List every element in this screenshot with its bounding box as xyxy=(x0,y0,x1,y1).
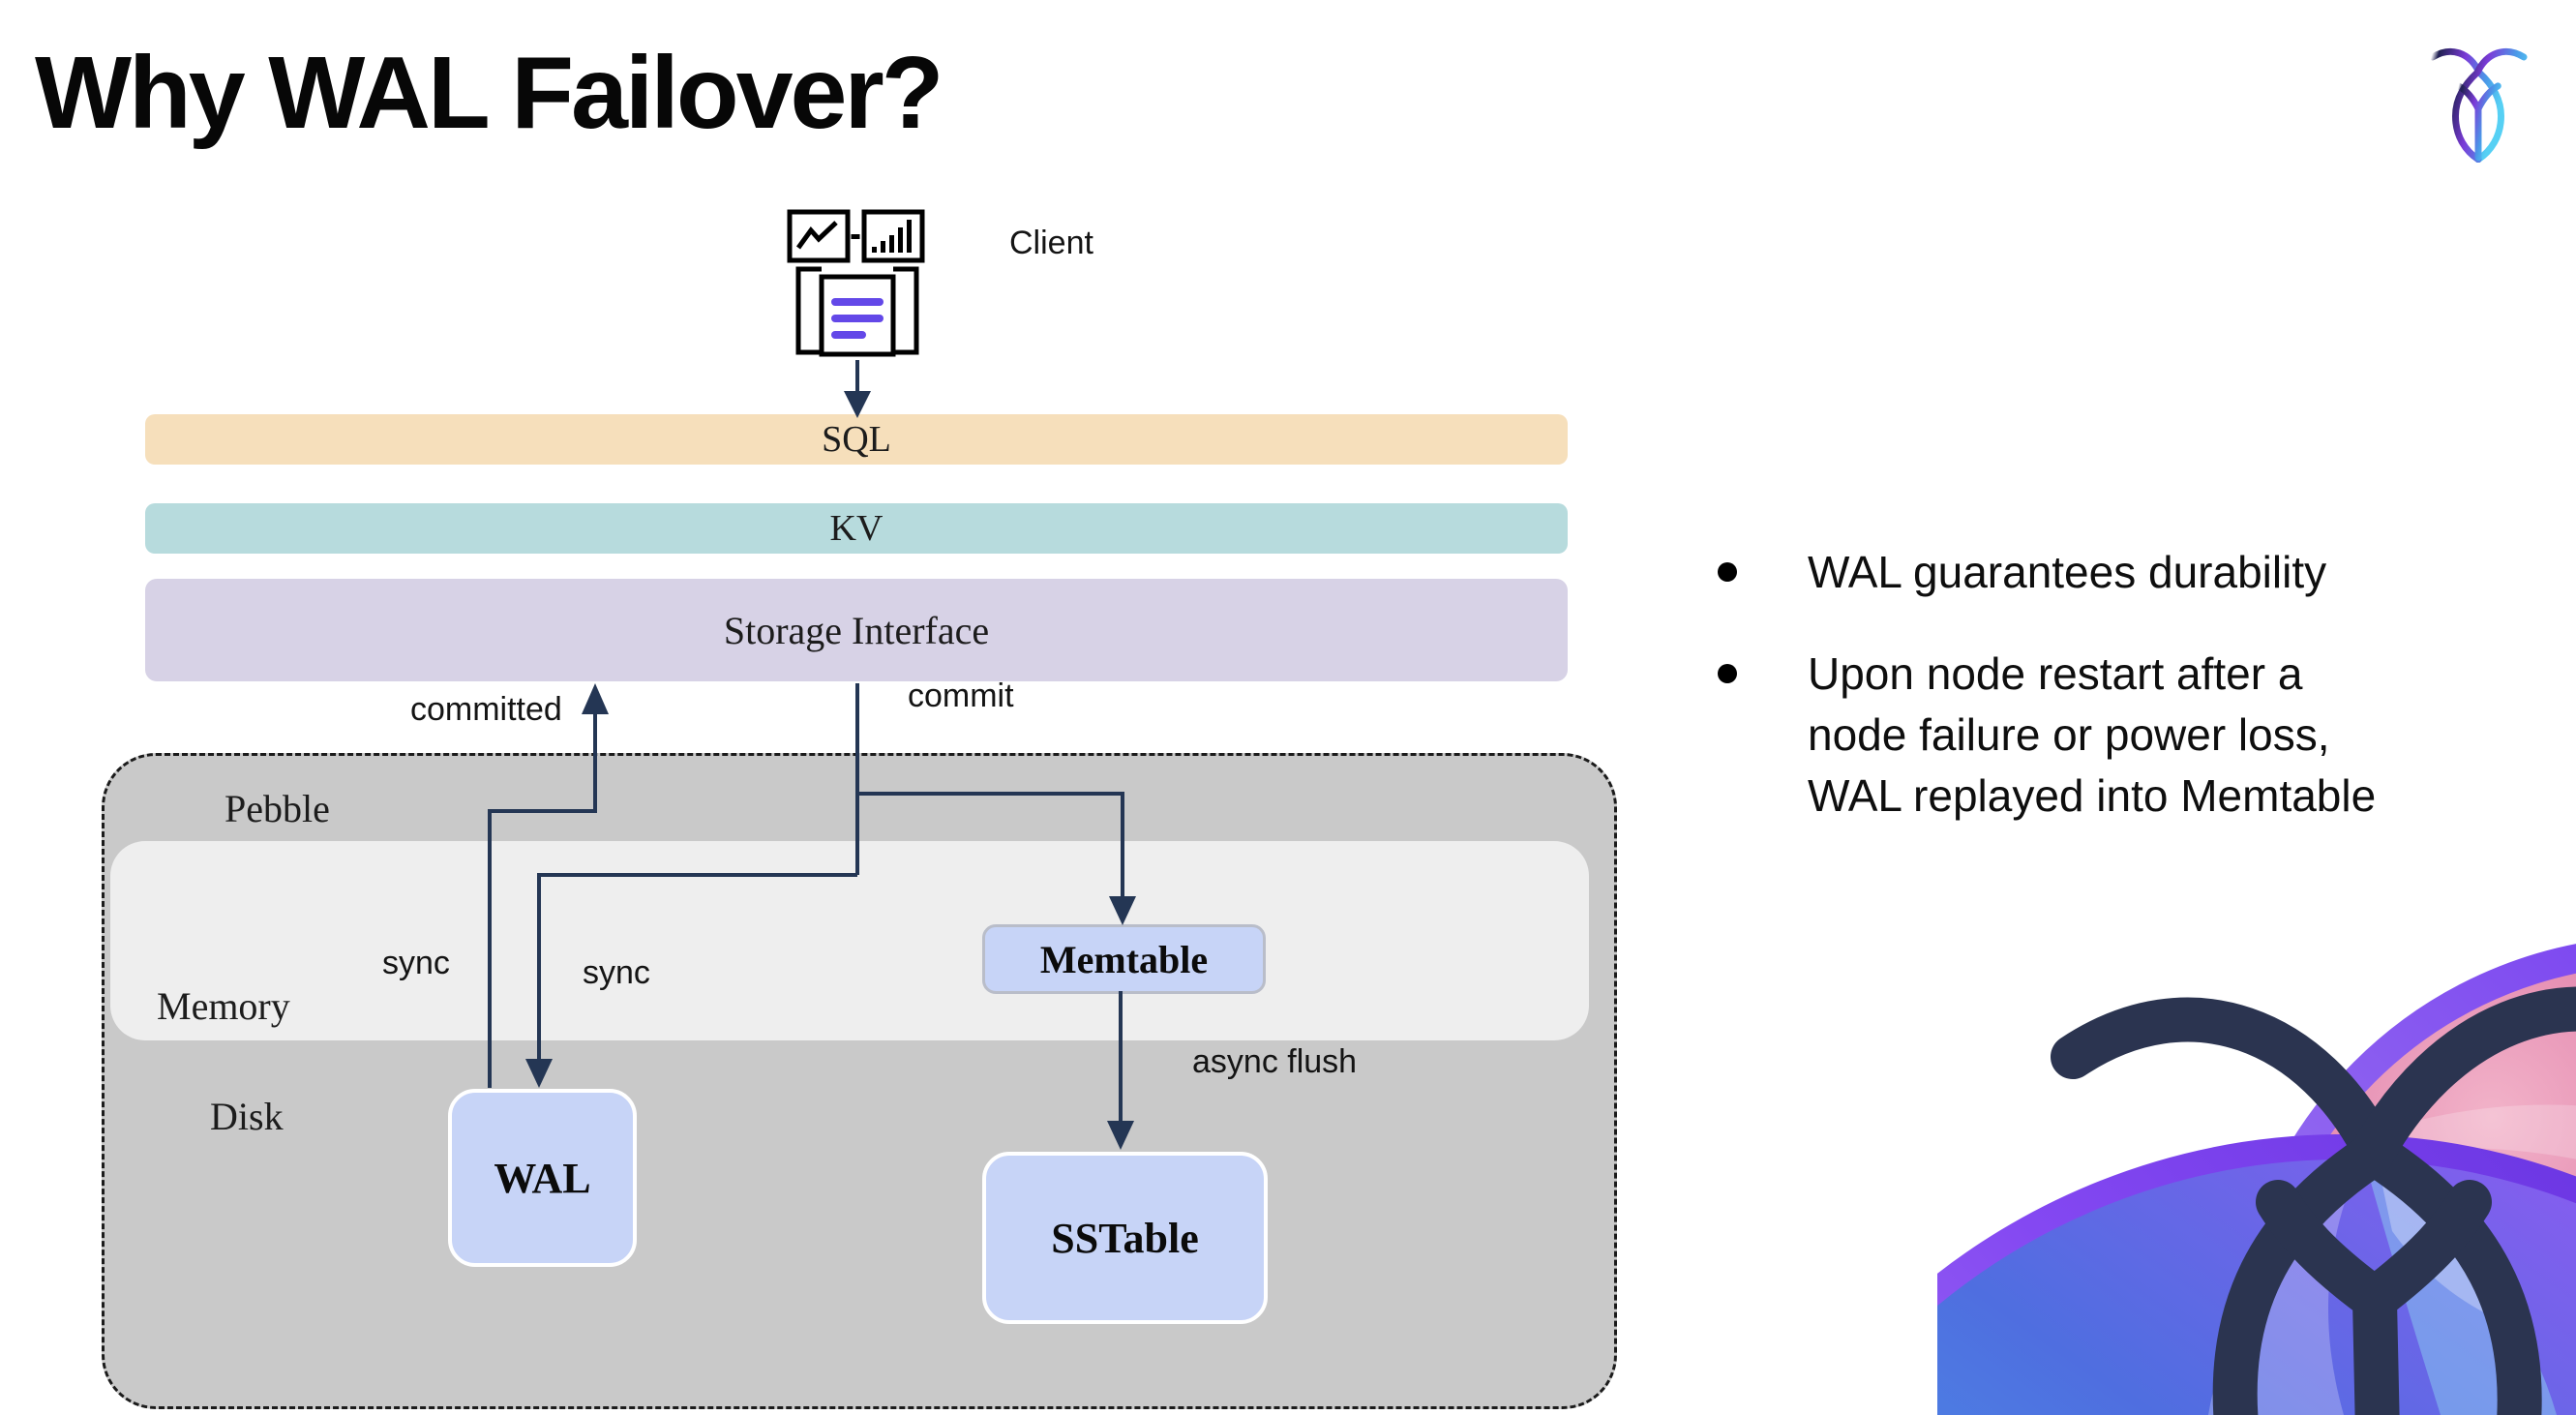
sstable-node: SSTable xyxy=(982,1152,1268,1324)
sync-left-edge-label: sync xyxy=(382,945,450,981)
cockroachdb-logo-icon xyxy=(2425,43,2531,164)
bullet-dot xyxy=(1718,664,1737,683)
bullet-text-line: node failure or power loss, xyxy=(1808,709,2330,760)
client-label: Client xyxy=(1009,225,1093,261)
bullet-text-line: Upon node restart after a xyxy=(1808,648,2303,699)
pebble-label: Pebble xyxy=(225,787,330,830)
bullet-text-line: WAL replayed into Memtable xyxy=(1808,770,2377,821)
wal-node: WAL xyxy=(448,1089,637,1267)
bar-chart-icon xyxy=(861,209,925,263)
disk-label: Disk xyxy=(210,1095,284,1138)
memtable-node: Memtable xyxy=(982,924,1266,994)
list-item: Upon node restart after a node failure o… xyxy=(1718,644,2531,827)
bullet-dot xyxy=(1718,562,1737,582)
list-item: WAL guarantees durability xyxy=(1718,542,2531,603)
cockroach-corner-art xyxy=(1937,912,2576,1415)
memory-label: Memory xyxy=(157,984,290,1028)
committed-edge-label: committed xyxy=(410,691,562,728)
bullet-list: WAL guarantees durability Upon node rest… xyxy=(1718,542,2531,867)
layer-storage-interface: Storage Interface xyxy=(145,579,1568,681)
layer-sql: SQL xyxy=(145,414,1568,465)
memory-zone xyxy=(110,841,1589,1040)
page-title: Why WAL Failover? xyxy=(35,36,944,150)
bullet-text: WAL guarantees durability xyxy=(1808,547,2327,597)
monitor-frame-icon xyxy=(795,266,822,355)
line-chart-icon xyxy=(787,209,851,263)
client-apps-icon xyxy=(787,209,928,358)
async-flush-edge-label: async flush xyxy=(1192,1043,1358,1080)
sync-right-edge-label: sync xyxy=(583,954,650,991)
commit-edge-label: commit xyxy=(908,677,1014,714)
layer-kv: KV xyxy=(145,503,1568,554)
